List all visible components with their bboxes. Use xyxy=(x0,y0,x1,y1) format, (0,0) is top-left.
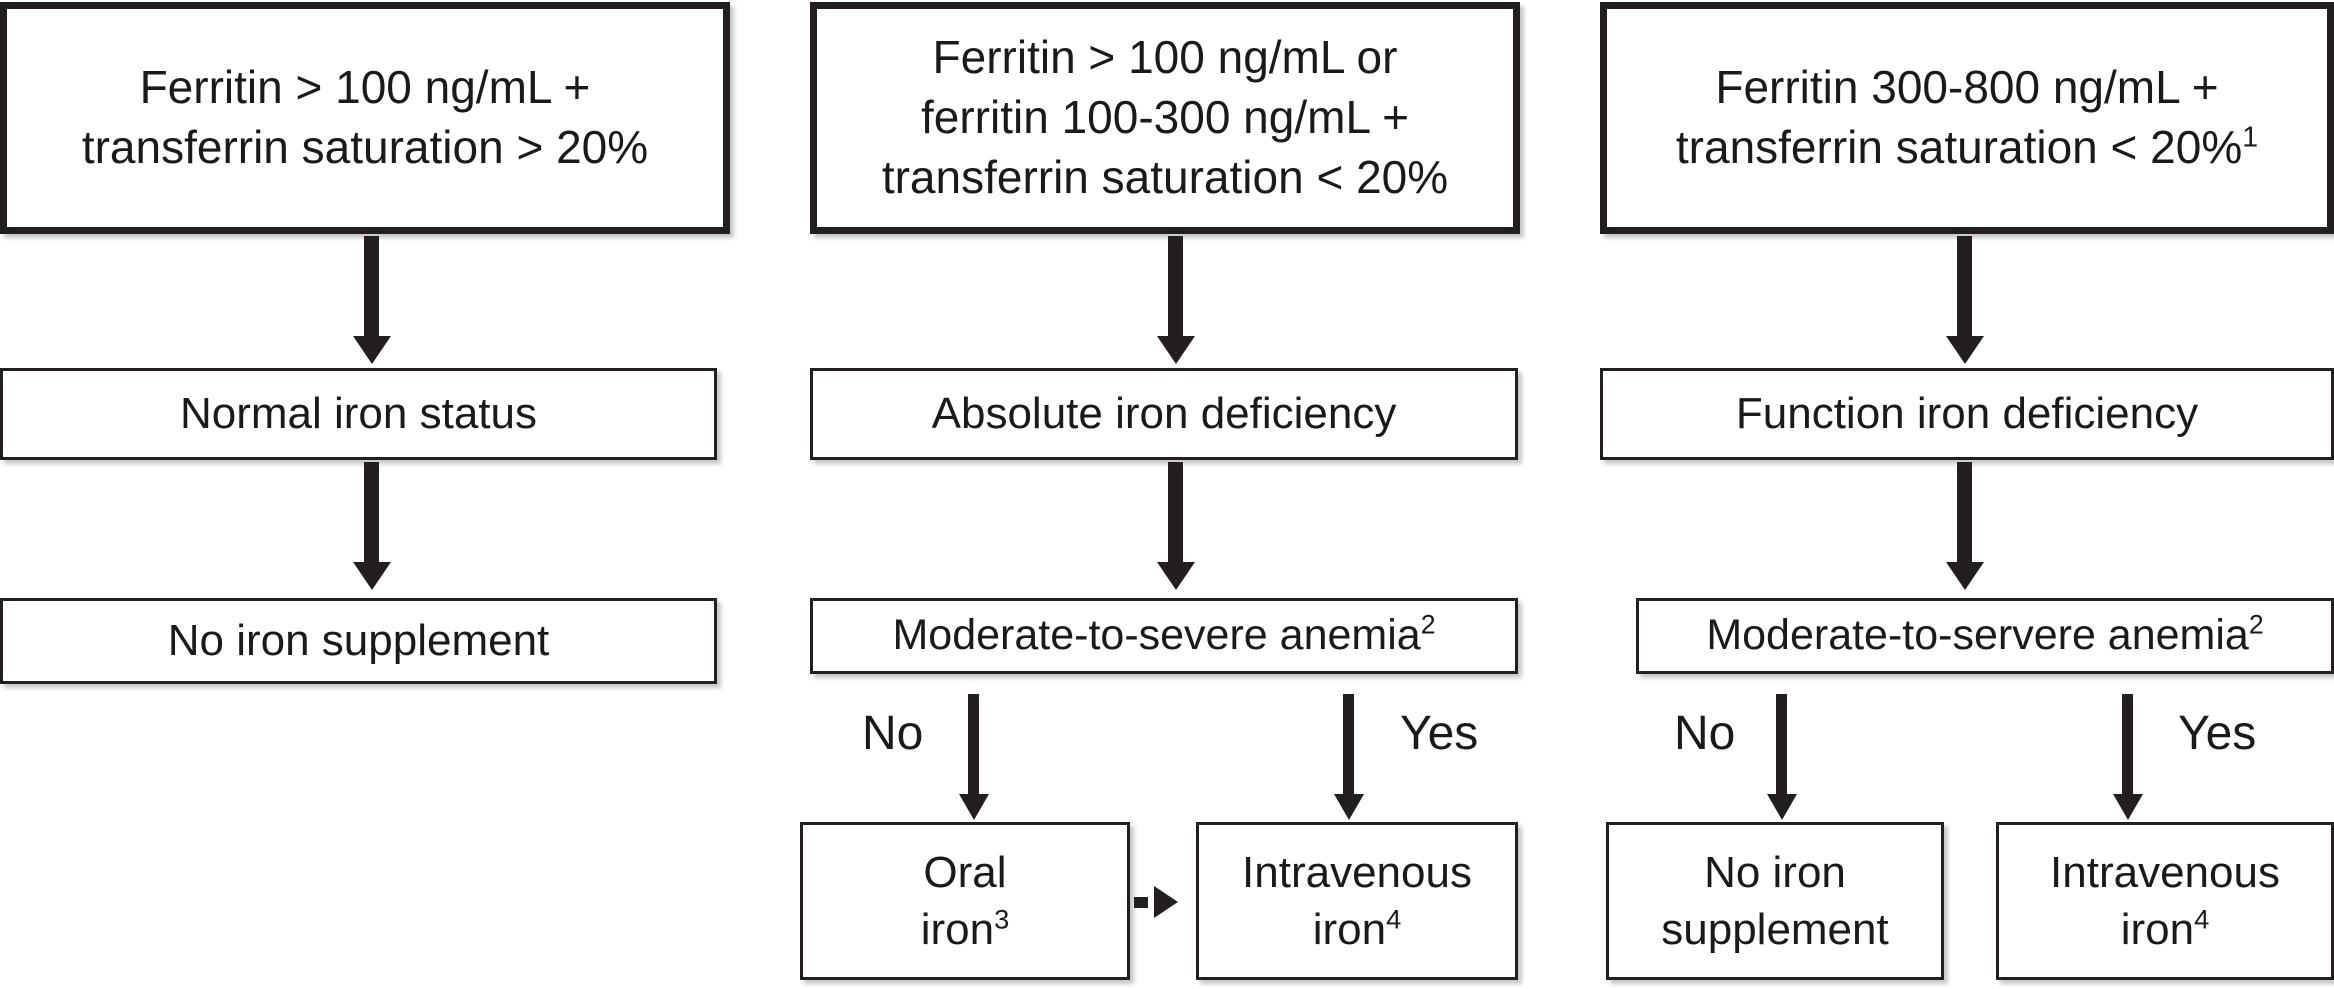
treatment-footnote-marker: 3 xyxy=(994,903,1010,935)
criteria-line-2: transferrin saturation < 20% xyxy=(1675,121,2243,173)
treatment-box-iv-iron-absolute[interactable]: Intravenous iron4 xyxy=(1196,822,1518,980)
treatment-footnote-marker: 4 xyxy=(2194,903,2210,935)
status-box-functional[interactable]: Function iron deficiency xyxy=(1600,368,2334,460)
question-box-functional[interactable]: Moderate-to-servere anemia2 xyxy=(1636,598,2334,674)
action-box-normal[interactable]: No iron supplement xyxy=(0,598,717,684)
treatment-line-2: supplement xyxy=(1661,905,1889,954)
treatment-line-1: Oral xyxy=(923,847,1007,897)
treatment-text-iv-iron-functional: Intravenous iron4 xyxy=(2040,844,2290,958)
criteria-line-1: Ferritin > 100 ng/mL or xyxy=(932,31,1398,84)
status-box-normal[interactable]: Normal iron status xyxy=(0,368,717,460)
treatment-box-oral-iron[interactable]: Oral iron3 xyxy=(800,822,1130,980)
treatment-text-oral-iron: Oral iron3 xyxy=(911,844,1020,958)
question-footnote-marker: 2 xyxy=(2248,609,2264,640)
branch-label-yes-absolute: Yes xyxy=(1400,707,1479,760)
treatment-line-2: iron xyxy=(920,905,995,954)
action-text-normal: No iron supplement xyxy=(167,616,550,666)
question-label: Moderate-to-servere anemia xyxy=(1706,611,2249,660)
criteria-line-2: transferrin saturation > 20% xyxy=(81,121,649,173)
dash-segment xyxy=(1134,896,1148,908)
treatment-line-2: iron xyxy=(2120,905,2195,954)
question-label: Moderate-to-severe anemia xyxy=(892,611,1421,660)
status-text-absolute: Absolute iron deficiency xyxy=(931,389,1397,439)
criteria-text-functional: Ferritin 300-800 ng/mL + transferrin sat… xyxy=(1666,58,2268,178)
criteria-line-3: transferrin saturation < 20% xyxy=(881,150,1449,203)
question-box-absolute[interactable]: Moderate-to-severe anemia2 xyxy=(810,598,1518,674)
question-text-functional: Moderate-to-servere anemia2 xyxy=(1696,608,2273,664)
arrowhead xyxy=(1154,886,1178,918)
branch-label-yes-functional: Yes xyxy=(2178,707,2257,760)
treatment-line-2: iron xyxy=(1312,905,1387,954)
criteria-line-1: Ferritin > 100 ng/mL + xyxy=(139,61,591,114)
branch-label-no-functional: No xyxy=(1674,707,1736,760)
criteria-line-1: Ferritin 300-800 ng/mL + xyxy=(1715,61,2219,114)
status-box-absolute[interactable]: Absolute iron deficiency xyxy=(810,368,1518,460)
treatment-text-no-supplement: No iron supplement xyxy=(1651,844,1898,958)
question-footnote-marker: 2 xyxy=(1420,609,1436,640)
criteria-text-normal: Ferritin > 100 ng/mL + transferrin satur… xyxy=(72,58,658,178)
treatment-line-1: No iron xyxy=(1704,847,1846,897)
treatment-box-no-supplement-functional[interactable]: No iron supplement xyxy=(1606,822,1944,980)
branch-label-no-absolute: No xyxy=(862,707,924,760)
dashed-arrow-oral-to-iv xyxy=(1134,886,1178,918)
treatment-box-iv-iron-functional[interactable]: Intravenous iron4 xyxy=(1996,822,2334,980)
criteria-text-absolute: Ferritin > 100 ng/mL or ferritin 100-300… xyxy=(872,28,1458,207)
criteria-line-2: ferritin 100-300 ng/mL + xyxy=(921,91,1409,144)
criteria-footnote-marker: 1 xyxy=(2242,121,2259,154)
status-text-normal: Normal iron status xyxy=(179,389,537,439)
question-text-absolute: Moderate-to-severe anemia2 xyxy=(882,608,1445,664)
status-text-functional: Function iron deficiency xyxy=(1735,389,2199,439)
criteria-box-functional[interactable]: Ferritin 300-800 ng/mL + transferrin sat… xyxy=(1600,2,2334,234)
treatment-line-1: Intravenous xyxy=(2050,847,2280,897)
criteria-box-normal[interactable]: Ferritin > 100 ng/mL + transferrin satur… xyxy=(0,2,730,234)
treatment-text-iv-iron-absolute: Intravenous iron4 xyxy=(1232,844,1482,958)
criteria-box-absolute[interactable]: Ferritin > 100 ng/mL or ferritin 100-300… xyxy=(810,2,1520,234)
treatment-line-1: Intravenous xyxy=(1242,847,1472,897)
treatment-footnote-marker: 4 xyxy=(1386,903,1402,935)
